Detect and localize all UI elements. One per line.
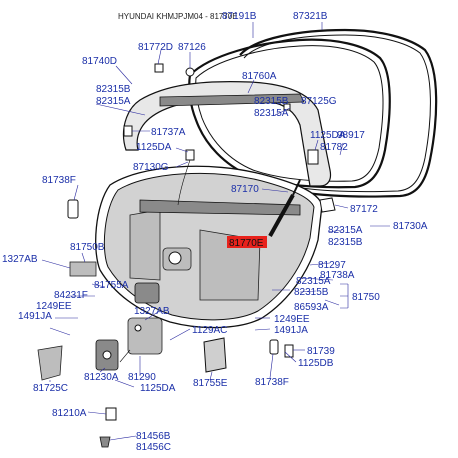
cover-81755E <box>203 337 227 373</box>
label-1125DA-b: 1125DA <box>140 383 176 394</box>
bumper-81738F-upper <box>67 199 79 219</box>
label-81750: 81750 <box>352 292 380 303</box>
bumper-81738F-lower <box>269 339 279 355</box>
leader-lines <box>41 22 349 441</box>
label-81760A: 81760A <box>242 71 277 82</box>
label-86593A: 86593A <box>294 302 329 313</box>
label-81290: 81290 <box>128 372 156 383</box>
diagram-header: HYUNDAI KHMJPJM04 - 81770E <box>118 12 238 21</box>
clip-87126 <box>185 67 195 77</box>
upper-trim-81760A <box>122 81 332 187</box>
clip-81210A <box>105 407 117 421</box>
label-81770E-highlighted: 81770E <box>229 238 264 249</box>
label-84231F: 84231F <box>54 290 88 301</box>
label-87170: 87170 <box>231 184 259 195</box>
label-82315B-b: 82315B <box>254 96 289 107</box>
label-82315A-b: 82315A <box>254 108 289 119</box>
actuator-81290 <box>119 317 163 363</box>
label-82315B-c: 82315B <box>328 237 363 248</box>
clip-81772D <box>154 63 164 73</box>
highlight-box <box>227 236 267 248</box>
label-81725C: 81725C <box>33 383 68 394</box>
label-81737A: 81737A <box>151 127 186 138</box>
label-87125G: 87125G <box>301 96 337 107</box>
label-82315A-d: 82315A <box>296 276 331 287</box>
tailgate-panel-81750 <box>95 165 323 329</box>
label-81782: 81782 <box>320 142 348 153</box>
label-87130G: 87130G <box>133 162 169 173</box>
label-81755A: 81755A <box>94 280 129 291</box>
label-1327AB-b: 1327AB <box>134 306 170 317</box>
label-87126: 87126 <box>178 42 206 53</box>
weatherstrip-87321B <box>239 28 438 198</box>
label-1249EE-b: 1249EE <box>274 314 310 325</box>
label-81738F-b: 81738F <box>255 377 289 388</box>
label-81456C: 81456C <box>136 442 171 453</box>
label-81297: 81297 <box>318 260 346 271</box>
label-1129AC: 1129AC <box>192 325 227 336</box>
label-87191B: 87191B <box>222 11 257 22</box>
strut-87170 <box>268 179 301 237</box>
bracket-81725C <box>37 345 63 381</box>
label-81750B: 81750B <box>70 242 105 253</box>
label-1327AB-a: 1327AB <box>2 254 38 265</box>
label-1491JA-a: 1491JA <box>18 311 52 322</box>
clip-81739 <box>284 344 294 358</box>
label-81456B: 81456B <box>136 431 171 442</box>
label-81230A: 81230A <box>84 372 119 383</box>
bracket-87172 <box>319 197 336 213</box>
label-81738A: 81738A <box>320 270 355 281</box>
label-82315A-a: 82315A <box>96 96 131 107</box>
label-87172: 87172 <box>350 204 378 215</box>
label-81738F-a: 81738F <box>42 175 76 186</box>
label-1125DA-b-top: 1125DA <box>136 142 172 153</box>
label-1125DB: 1125DB <box>298 358 334 369</box>
clip-87125G <box>283 103 291 111</box>
label-82315B-a: 82315B <box>96 84 131 95</box>
label-1491JA-b: 1491JA <box>274 325 308 336</box>
label-1249EE-a: 1249EE <box>36 301 72 312</box>
label-87321B: 87321B <box>293 11 328 22</box>
label-81772D: 81772D <box>138 42 173 53</box>
label-81730A: 81730A <box>393 221 428 232</box>
label-98917: 98917 <box>337 130 365 141</box>
latch-81230A <box>95 339 119 371</box>
label-82315A-c: 82315A <box>328 225 363 236</box>
label-81210A: 81210A <box>52 408 87 419</box>
label-1125DA-a: 1125DA <box>310 130 346 141</box>
bracket-81750B <box>69 261 97 277</box>
glass-87191B <box>188 38 391 189</box>
connector-1125DA <box>185 149 195 161</box>
label-81755E: 81755E <box>193 378 228 389</box>
label-82315B-d: 82315B <box>294 287 329 298</box>
striker-81782 <box>307 149 319 165</box>
wire-87130G <box>177 159 191 206</box>
label-81739: 81739 <box>307 346 335 357</box>
bolt-81456 <box>99 436 111 448</box>
clip-81737A <box>123 125 133 137</box>
label-81740D: 81740D <box>82 56 117 67</box>
